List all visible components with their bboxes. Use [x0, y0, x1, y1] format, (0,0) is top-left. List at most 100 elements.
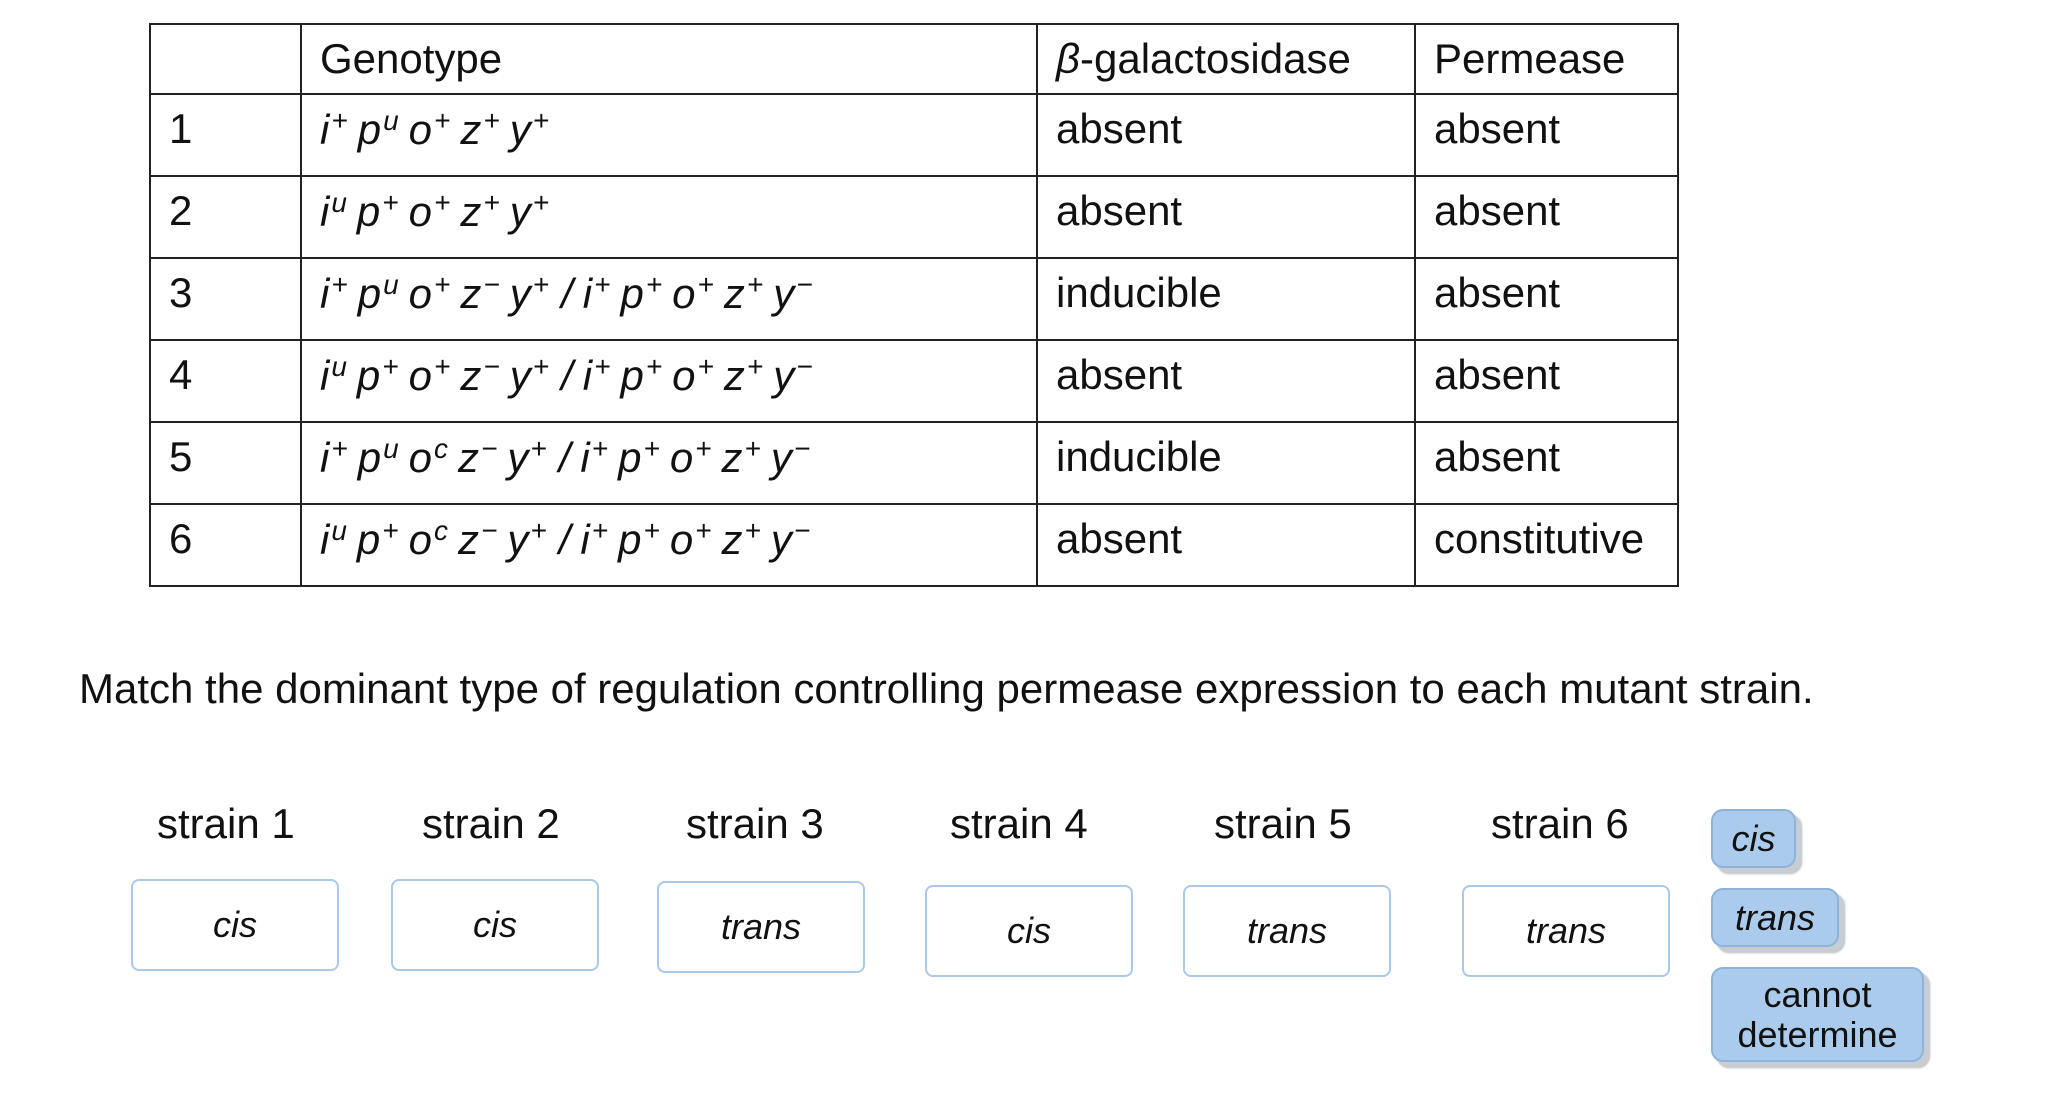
gene-symbol: z+	[723, 269, 764, 317]
gene-letter: i	[320, 188, 330, 235]
gene-letter: o	[408, 434, 432, 481]
gene-allele: +	[697, 351, 714, 382]
gene-symbol: o+	[409, 187, 451, 235]
gene-letter: y	[507, 516, 529, 563]
gene-symbol: o+	[672, 351, 714, 399]
beta-galactosidase-cell: absent	[1036, 93, 1416, 177]
gene-letter: p	[618, 516, 642, 563]
gene-allele: +	[591, 515, 609, 546]
strain-2-drop-target[interactable]: cis	[391, 879, 599, 971]
palette-chip-trans[interactable]: trans	[1711, 888, 1839, 947]
gene-symbol: y−	[773, 269, 813, 317]
gene-letter: o	[408, 352, 432, 399]
gene-symbol: o+	[408, 351, 451, 399]
gene-letter: o	[669, 434, 694, 481]
gene-symbol: o+	[409, 105, 451, 153]
gene-letter: i	[320, 106, 330, 153]
gene-symbol: i+	[582, 269, 611, 317]
gene-symbol: pu	[357, 433, 399, 481]
gene-symbol: z+	[721, 433, 761, 481]
gene-allele: +	[331, 105, 348, 136]
gene-letter: y	[509, 188, 531, 235]
gene-letter: i	[320, 434, 330, 481]
gene-symbol: z−	[458, 433, 498, 481]
strain-4-label: strain 4	[950, 800, 1088, 847]
gene-symbol: y+	[509, 105, 550, 153]
strain-6-label: strain 6	[1491, 800, 1629, 847]
gene-letter: y	[773, 270, 795, 317]
gene-allele: c	[434, 433, 448, 464]
gene-allele: +	[532, 269, 550, 300]
strain-6-drop-target[interactable]: trans	[1462, 885, 1670, 977]
beta-galactosidase-cell: absent	[1036, 175, 1416, 259]
gene-letter: i	[580, 516, 590, 563]
gene-allele: −	[793, 515, 811, 546]
gene-symbol: i+	[580, 433, 609, 481]
gene-symbol: iu	[320, 187, 347, 235]
header-beta-galactosidase: β-galactosidase	[1036, 23, 1416, 95]
palette-chip-cannot-determine[interactable]: cannot determine	[1711, 967, 1924, 1062]
strain-5-drop-target[interactable]: trans	[1183, 885, 1391, 977]
gene-allele: −	[793, 433, 811, 464]
permease-cell: constitutive	[1414, 503, 1679, 587]
gene-allele: +	[382, 187, 399, 218]
gene-allele: +	[746, 269, 764, 300]
gene-symbol: pu	[358, 269, 399, 317]
gene-symbol: z+	[460, 187, 500, 235]
permease-cell: absent	[1414, 257, 1679, 341]
gene-symbol: o+	[670, 515, 712, 563]
gene-letter: i	[582, 270, 593, 317]
gene-symbol: y+	[510, 351, 550, 399]
header-number	[149, 23, 302, 95]
permease-cell: absent	[1414, 175, 1679, 259]
gene-letter: i	[320, 270, 330, 317]
gene-allele: +	[483, 187, 500, 218]
gene-allele: +	[594, 269, 611, 300]
gene-allele: +	[591, 433, 609, 464]
row-number: 2	[149, 175, 302, 259]
genotype-separator: /	[561, 270, 573, 317]
gene-letter: p	[356, 352, 381, 399]
gene-allele: +	[746, 351, 764, 382]
gene-allele: −	[483, 351, 500, 382]
genotype-separator: /	[558, 516, 571, 563]
beta-galactosidase-cell: inducible	[1036, 257, 1416, 341]
gene-letter: z	[460, 106, 482, 153]
gene-letter: p	[356, 188, 381, 235]
gene-letter: p	[620, 270, 644, 317]
gene-letter: p	[357, 434, 382, 481]
table-header-row: Genotype β-galactosidase Permease	[149, 23, 1679, 95]
gene-allele: +	[532, 105, 550, 136]
palette-chip-cis[interactable]: cis	[1711, 809, 1796, 868]
gene-letter: z	[458, 434, 479, 481]
gene-allele: +	[532, 351, 550, 382]
gene-symbol: z+	[722, 515, 761, 563]
strain-5-label: strain 5	[1214, 800, 1352, 847]
gene-letter: z	[460, 352, 482, 399]
strain-3-label: strain 3	[686, 800, 824, 847]
gene-letter: z	[723, 270, 745, 317]
gene-allele: −	[483, 269, 500, 300]
gene-allele: +	[434, 269, 451, 300]
beta-rest: -galactosidase	[1080, 35, 1351, 82]
header-genotype: Genotype	[300, 23, 1038, 95]
gene-symbol: z+	[724, 351, 764, 399]
gene-allele: −	[796, 269, 813, 300]
strain-1-drop-target[interactable]: cis	[131, 879, 339, 971]
gene-symbol: p+	[620, 269, 662, 317]
strain-4-drop-target[interactable]: cis	[925, 885, 1133, 977]
gene-allele: −	[481, 433, 498, 464]
gene-symbol: p+	[620, 351, 662, 399]
strain-3-drop-target[interactable]: trans	[657, 881, 865, 973]
gene-symbol: i+	[320, 269, 348, 317]
gene-letter: z	[721, 434, 743, 481]
gene-letter: y	[509, 106, 531, 153]
gene-symbol: i+	[580, 515, 609, 563]
gene-allele: +	[530, 433, 547, 464]
